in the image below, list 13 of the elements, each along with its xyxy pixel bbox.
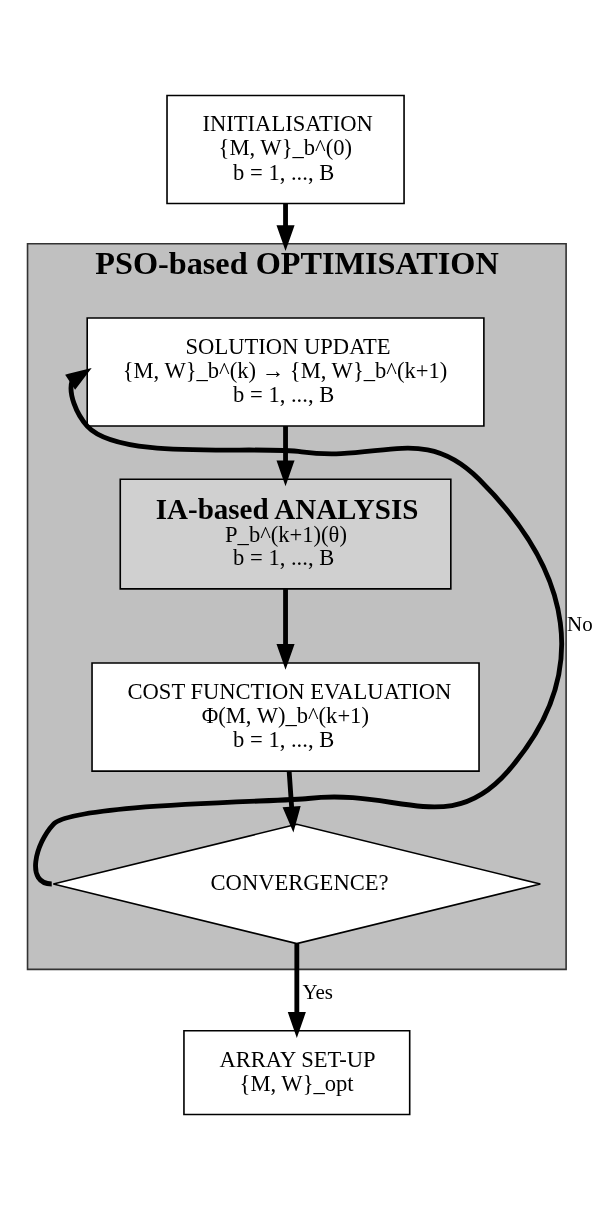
node-box: IA-based ANALYSIS P_b^(k+1)(θ) b = 1, ..., B <box>119 477 452 590</box>
node-box: INITIALISATION {M, W}_b^(0) b = 1, ..., B <box>166 94 405 204</box>
arrow <box>287 943 306 1038</box>
arrow <box>276 203 295 251</box>
node-box: ARRAY SET-UP {M, W}_opt <box>183 1029 411 1115</box>
edge-label: No <box>567 611 593 636</box>
node-diamond: CONVERGENCE? <box>52 822 542 944</box>
arrow <box>276 425 295 486</box>
edge-label: Yes <box>302 979 334 1004</box>
node-box: COST FUNCTION EVALUATION Φ(M, W)_b^(k+1) b = 1, ..., B <box>91 661 480 772</box>
node-box: SOLUTION UPDATE {M, W}_b^(k) → {M, W}_b^(k+1) b = 1, ..., B <box>86 316 485 427</box>
arrow <box>282 770 301 833</box>
arrow <box>276 588 295 670</box>
